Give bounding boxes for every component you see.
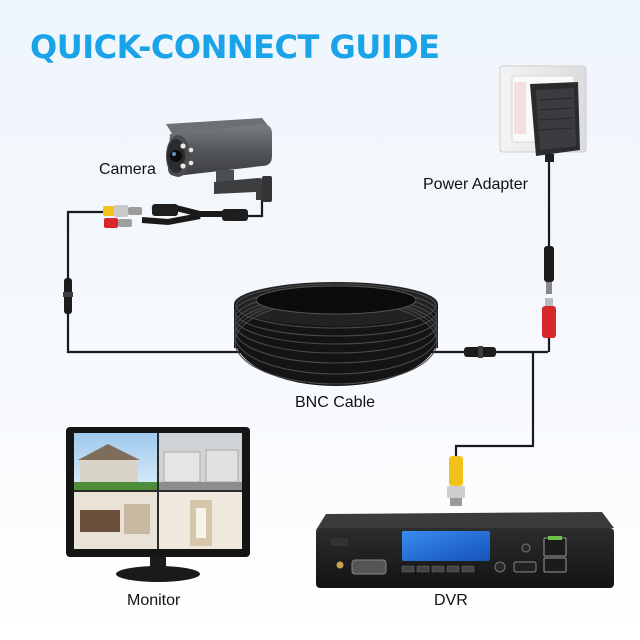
camera-pigtail-connectors (103, 204, 248, 228)
dc-power-plug (542, 246, 556, 338)
dvr-lcd-screen (402, 531, 490, 561)
page-title: QUICK-CONNECT GUIDE (30, 28, 440, 66)
camera-label: Camera (99, 161, 156, 178)
monitor-label: Monitor (127, 592, 181, 609)
bnc-cable-label: BNC Cable (295, 394, 376, 411)
bnc-cable-coil-icon (234, 282, 438, 386)
dvr-recorder-icon (316, 512, 614, 588)
dvr-bnc-plug (447, 456, 465, 506)
power-adapter-icon (530, 82, 580, 162)
inline-connector-right (464, 346, 496, 358)
bullet-camera-icon (166, 118, 272, 202)
monitor-icon (66, 427, 250, 582)
inline-connector-left (63, 278, 73, 314)
dvr-label: DVR (434, 592, 468, 609)
power-adapter-label: Power Adapter (423, 176, 528, 193)
